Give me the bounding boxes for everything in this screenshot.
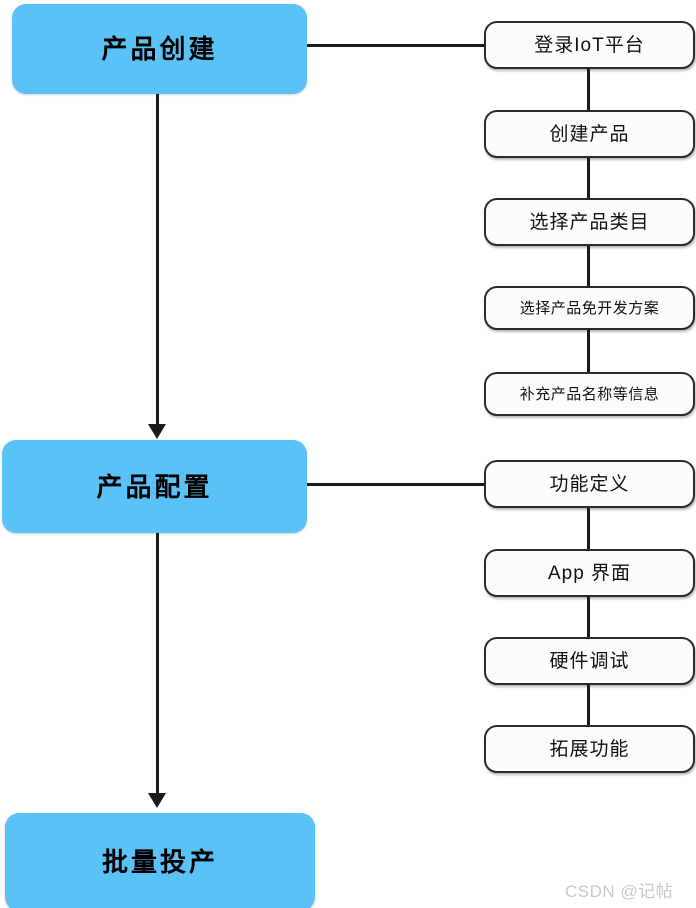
connector-stage1-to-step1: [307, 44, 485, 47]
connector-step2-to-step3: [587, 158, 590, 198]
step-node-fill-product-name-info[interactable]: 补充产品名称等信息: [484, 372, 695, 416]
stage-node-mass-production[interactable]: 批量投产: [5, 813, 315, 908]
stage-node-label: 产品创建: [101, 34, 218, 64]
step-node-label: 选择产品免开发方案: [519, 299, 660, 317]
arrowhead-stage1-to-stage2: [148, 424, 166, 439]
step-node-label: 拓展功能: [549, 738, 630, 760]
connector-step8-to-step9: [587, 685, 590, 725]
connector-step6-to-step7: [587, 508, 590, 549]
stage-node-label: 批量投产: [101, 847, 218, 877]
step-node-select-no-code-solution[interactable]: 选择产品免开发方案: [484, 286, 695, 330]
stage-node-product-creation[interactable]: 产品创建: [12, 4, 307, 94]
step-node-login-iot-platform[interactable]: 登录IoT平台: [484, 21, 695, 69]
step-node-label: 补充产品名称等信息: [519, 385, 660, 403]
connector-stage2-to-stage3: [156, 533, 159, 798]
connector-stage1-to-stage2: [156, 94, 159, 429]
step-node-extended-features[interactable]: 拓展功能: [484, 725, 695, 773]
watermark-text: CSDN @记帖: [565, 882, 674, 901]
connector-step3-to-step4: [587, 246, 590, 286]
stage-node-label: 产品配置: [96, 471, 213, 502]
step-node-select-product-category[interactable]: 选择产品类目: [484, 198, 695, 246]
step-node-label: 创建产品: [549, 123, 630, 145]
connector-step4-to-step5: [587, 330, 590, 372]
step-node-label: App 界面: [547, 562, 632, 584]
connector-step1-to-step2: [587, 69, 590, 110]
step-node-label: 选择产品类目: [529, 211, 650, 233]
arrowhead-stage2-to-stage3: [148, 793, 166, 808]
connector-step7-to-step8: [587, 597, 590, 637]
stage-node-product-configuration[interactable]: 产品配置: [2, 440, 307, 533]
step-node-function-definition[interactable]: 功能定义: [484, 460, 695, 508]
connector-stage2-to-step6: [307, 483, 485, 486]
step-node-label: 功能定义: [549, 473, 630, 495]
step-node-hardware-debugging[interactable]: 硬件调试: [484, 637, 695, 685]
step-node-create-product[interactable]: 创建产品: [484, 110, 695, 158]
step-node-label: 登录IoT平台: [534, 34, 645, 56]
step-node-label: 硬件调试: [549, 650, 630, 672]
step-node-app-interface[interactable]: App 界面: [484, 549, 695, 597]
